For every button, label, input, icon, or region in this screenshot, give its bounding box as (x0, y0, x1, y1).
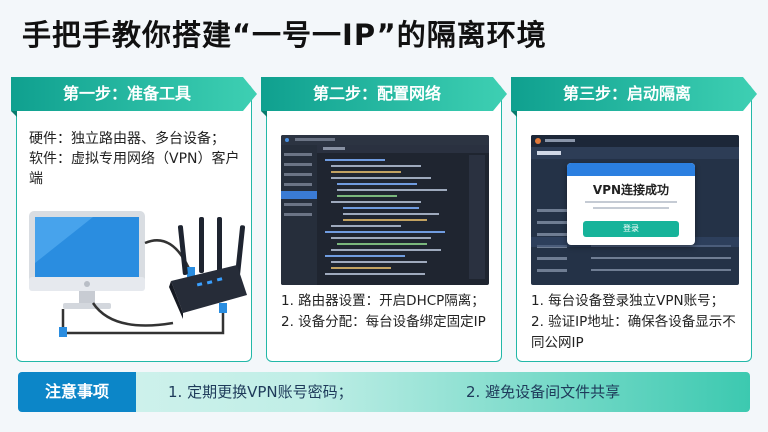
notes-bar: 注意事项 1. 定期更换VPN账号密码； 2. 避免设备间文件共享 (18, 372, 750, 412)
step-header-2: 第二步：配置网络 (261, 77, 509, 117)
step-header-1: 第一步：准备工具 (11, 77, 259, 117)
vpn-dialog: VPN连接成功 登录 (567, 163, 695, 245)
router-config-screenshot (281, 135, 489, 285)
dialog-line (593, 207, 669, 209)
step-title-2: 第二步：配置网络 (312, 84, 441, 103)
dialog-line (585, 201, 677, 203)
step-line: 2. 验证IP地址：确保各设备显示不同公网IP (531, 314, 736, 351)
step-line: 1. 路由器设置：开启DHCP隔离； (281, 293, 485, 309)
step-header-banner (511, 77, 757, 117)
step-line: 软件：虚拟专用网络（VPN）客户端 (29, 151, 240, 187)
step-title-1: 第一步：准备工具 (62, 84, 191, 103)
step-header-banner (261, 77, 507, 117)
dialog-titlebar (567, 163, 695, 176)
step-header-3: 第三步：启动隔离 (511, 77, 759, 117)
notes-tag: 注意事项 (18, 372, 136, 412)
step-card-3: 第三步：启动隔离 VPN连接成功 登录 1. 每台设备登录独 (511, 77, 757, 362)
step-card-2: 第二步：配置网络 (261, 77, 507, 362)
step-line: 1. 每台设备登录独立VPN账号； (531, 293, 725, 309)
step-title-3: 第三步：启动隔离 (562, 84, 691, 103)
note-item-1: 1. 定期更换VPN账号密码； (168, 383, 353, 401)
step-text-1: 硬件：独立路由器、多台设备； 软件：虚拟专用网络（VPN）客户端 (29, 129, 241, 189)
step-text-3: 1. 每台设备登录独立VPN账号； 2. 验证IP地址：确保各设备显示不同公网I… (531, 291, 743, 354)
dialog-title: VPN连接成功 (592, 183, 670, 197)
step-line: 硬件：独立路由器、多台设备； (29, 131, 225, 147)
router-icon (169, 217, 247, 319)
note-item-2: 2. 避免设备间文件共享 (466, 383, 621, 401)
step-line: 2. 设备分配：每台设备绑定固定IP (281, 314, 486, 330)
login-button[interactable]: 登录 (583, 221, 679, 237)
step-text-2: 1. 路由器设置：开启DHCP隔离； 2. 设备分配：每台设备绑定固定IP (281, 291, 493, 333)
step-header-banner (11, 77, 257, 117)
page-title: 手把手教你搭建“一号一IP”的隔离环境 (22, 18, 547, 52)
vpn-app-screenshot: VPN连接成功 登录 (531, 135, 739, 285)
computer-router-illustration (29, 211, 247, 337)
step-card-1: 第一步：准备工具 硬件：独立路由器、多台设备； 软件：虚拟专用网络（VPN）客户… (11, 77, 257, 362)
